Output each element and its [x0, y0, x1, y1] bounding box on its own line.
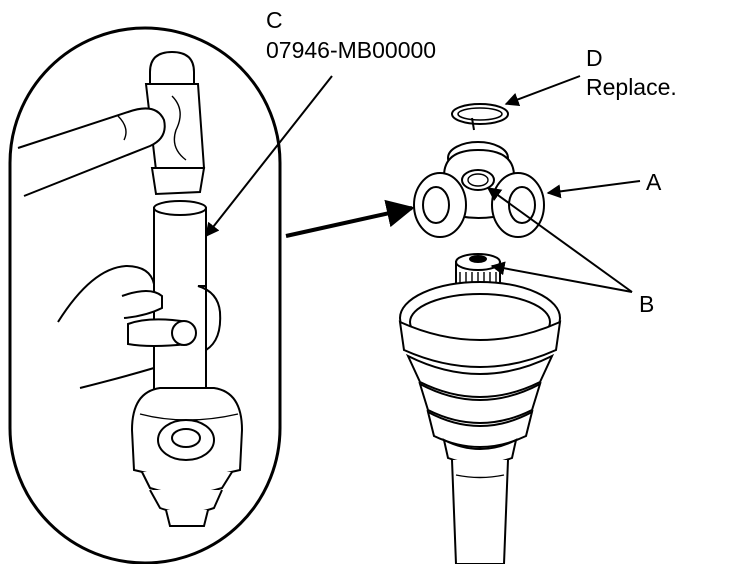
callout-c-label: C: [266, 7, 283, 33]
transfer-arrow: [285, 199, 415, 238]
callout-c-part-number: 07946-MB00000: [266, 37, 436, 63]
lower-hand-icon: [57, 264, 222, 389]
hammer-icon: [144, 50, 206, 196]
spider-assembly-icon: [413, 141, 545, 238]
leader-b-lower: [490, 261, 633, 293]
upper-hand-icon: [17, 107, 166, 197]
leader-b-upper: [486, 187, 633, 293]
driveshaft-boot-icon: [398, 253, 562, 564]
inset-joint-housing-icon: [130, 387, 244, 527]
inset-frame: [8, 26, 282, 564]
detail-inset: [8, 26, 282, 564]
leader-a: [546, 180, 641, 199]
callout-d-note: Replace.: [586, 74, 677, 100]
callout-a-label: A: [646, 169, 662, 195]
circlip-icon: [451, 103, 509, 131]
callout-d-label: D: [586, 45, 603, 71]
leader-c: [205, 75, 333, 238]
callout-b-label: B: [639, 291, 654, 317]
leader-d: [504, 75, 581, 107]
